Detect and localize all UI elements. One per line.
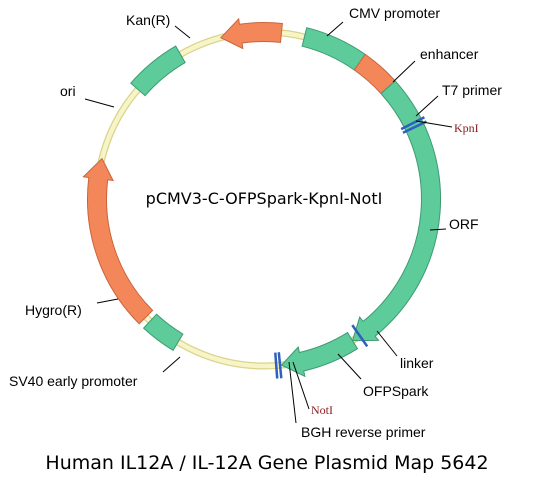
site-mark-t7-primer xyxy=(402,120,428,134)
leader-ofpspark xyxy=(337,353,362,380)
leader-orf xyxy=(429,228,447,231)
segment-cmv-promoter xyxy=(301,27,366,71)
label-sv40-early-promoter: SV40 early promoter xyxy=(9,373,138,389)
leader-enhancer xyxy=(392,60,416,83)
label-site-kpni: KpnI xyxy=(454,121,479,135)
label-kanr: Kan(R) xyxy=(126,12,170,28)
site-mark-noti xyxy=(277,352,283,379)
leader-lines xyxy=(84,21,453,424)
plasmid-name: pCMV3-C-OFPSpark-KpnI-NotI xyxy=(146,189,383,208)
segment-kanr xyxy=(219,17,283,50)
label-hygror: Hygro(R) xyxy=(25,302,82,318)
sites-layer xyxy=(274,116,428,379)
map-caption: Human IL12A / IL-12A Gene Plasmid Map 56… xyxy=(45,452,489,474)
segment-ori xyxy=(130,45,186,97)
label-enhancer: enhancer xyxy=(420,46,479,62)
leader-ori xyxy=(84,98,115,108)
segment-hygror xyxy=(82,157,154,325)
segment-orf xyxy=(351,80,442,342)
site-mark-bgh-reverse-primer xyxy=(274,352,279,379)
segment-ofpspark xyxy=(280,331,359,378)
leader-t7 xyxy=(415,95,439,117)
leader-cmv xyxy=(326,21,344,37)
site-mark-kpni xyxy=(400,116,425,131)
leader-linker xyxy=(376,330,398,357)
leader-noti xyxy=(292,361,310,410)
leader-sv40 xyxy=(162,356,181,373)
leader-kpni xyxy=(415,120,453,128)
site-mark-linker xyxy=(351,324,369,348)
label-orf: ORF xyxy=(449,216,479,232)
label-ofpspark: OFPSpark xyxy=(363,383,429,399)
label-bgh-reverse-primer: BGH reverse primer xyxy=(301,424,426,440)
segment-sv40-early-promoter xyxy=(142,313,184,351)
leader-bgh xyxy=(288,361,297,424)
label-ori: ori xyxy=(60,83,76,99)
label-t7-primer: T7 primer xyxy=(442,82,502,98)
label-linker: linker xyxy=(400,355,434,371)
features-layer xyxy=(82,17,442,378)
label-site-noti: NotI xyxy=(311,403,333,417)
leader-hygro xyxy=(96,298,119,304)
leader-kanr xyxy=(174,25,191,39)
label-cmv-promoter: CMV promoter xyxy=(349,5,440,21)
